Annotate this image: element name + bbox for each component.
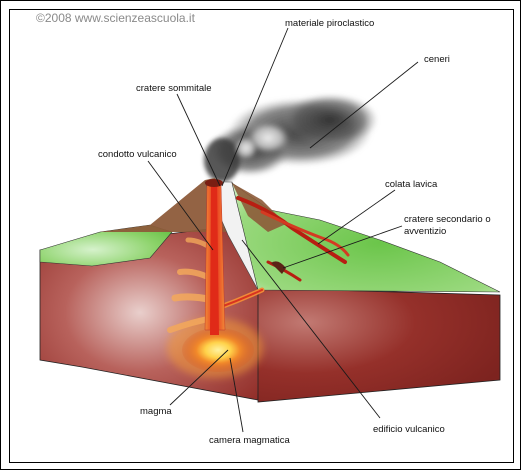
ash-cloud xyxy=(204,94,378,182)
label-ceneri: ceneri xyxy=(424,54,450,65)
label-condotto-vulcanico: condotto vulcanico xyxy=(98,149,177,160)
grass-surface-right xyxy=(232,183,500,292)
label-cratere-secondario-2: avventizio xyxy=(404,226,446,237)
label-edificio-vulcanico: edificio vulcanico xyxy=(373,424,445,435)
copyright-text: ©2008 www.scienzeascuola.it xyxy=(36,11,196,25)
label-materiale-piroclastico: materiale piroclastico xyxy=(285,18,374,29)
rock-section-right xyxy=(258,288,500,402)
label-camera-magmatica: camera magmatica xyxy=(209,435,290,446)
label-cratere-secondario-1: cratere secondario o xyxy=(404,214,491,225)
label-magma: magma xyxy=(140,406,172,417)
label-colata-lavica: colata lavica xyxy=(385,179,438,190)
label-cratere-sommitale: cratere sommitale xyxy=(136,83,212,94)
